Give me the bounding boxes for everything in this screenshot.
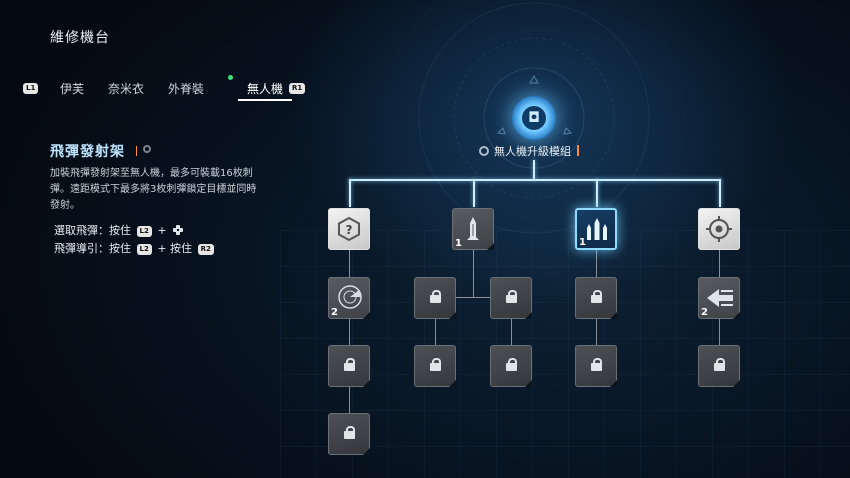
tree-connector bbox=[511, 318, 512, 345]
tree-connector bbox=[719, 318, 720, 345]
module-marker bbox=[577, 145, 579, 156]
node-level: 2 bbox=[331, 307, 338, 318]
drone-hub-icon: ◘ bbox=[512, 96, 556, 140]
skill-node-locked[interactable] bbox=[328, 413, 370, 455]
lock-icon bbox=[506, 290, 517, 303]
skill-node-target[interactable] bbox=[698, 208, 740, 250]
skill-description: 加裝飛彈發射架至無人機，最多可裝載16枚刺彈。遠距模式下最多將3枚刺彈鎖定目標並… bbox=[50, 168, 257, 211]
control-hint-select: 選取飛彈：按住 L2 + bbox=[54, 222, 184, 238]
tree-connector bbox=[719, 179, 721, 207]
svg-text:?: ? bbox=[346, 223, 353, 237]
skill-node-dash[interactable]: 2 bbox=[698, 277, 740, 319]
question-hex-icon: ? bbox=[338, 216, 360, 242]
skill-node-locked[interactable] bbox=[575, 277, 617, 319]
tab-eve[interactable]: 伊芙 bbox=[60, 82, 85, 96]
skill-node-locked[interactable] bbox=[490, 345, 532, 387]
tree-connector bbox=[435, 297, 511, 298]
module-icon bbox=[479, 146, 489, 156]
tab-drone[interactable]: 無人機 bbox=[247, 82, 284, 96]
skill-node-single-missile[interactable]: 1 bbox=[452, 208, 494, 250]
lock-icon bbox=[430, 358, 441, 371]
lock-icon bbox=[506, 358, 517, 371]
lock-icon bbox=[714, 358, 725, 371]
tree-connector bbox=[349, 179, 721, 181]
skill-marker-icon bbox=[143, 145, 151, 153]
lock-icon bbox=[430, 290, 441, 303]
control-hint-guide: 飛彈導引：按住 L2 + 按住 R2 bbox=[54, 240, 216, 256]
skill-node-locked[interactable] bbox=[328, 345, 370, 387]
tab-exospine[interactable]: 外脊裝 bbox=[168, 82, 205, 96]
new-item-dot bbox=[228, 75, 233, 80]
l2-button-hint: L2 bbox=[136, 226, 152, 237]
tree-connector bbox=[596, 179, 598, 207]
module-label: 無人機升級模組 bbox=[479, 143, 579, 159]
skill-separator bbox=[136, 146, 137, 156]
dash-arrows-icon bbox=[707, 289, 733, 307]
r2-button-hint: R2 bbox=[197, 244, 214, 255]
lock-icon bbox=[591, 358, 602, 371]
lock-icon bbox=[344, 426, 355, 439]
skill-node-locked[interactable] bbox=[490, 277, 532, 319]
control-plus: + 按住 bbox=[157, 242, 193, 255]
tree-connector bbox=[435, 318, 436, 345]
tree-connector bbox=[349, 386, 350, 413]
tree-connector bbox=[596, 250, 597, 277]
active-tab-underline bbox=[238, 99, 292, 101]
tree-connector bbox=[719, 250, 720, 277]
radar-sweep-icon bbox=[338, 285, 362, 309]
tab-bar: L1 伊芙 奈米衣 外脊裝 無人機 R1 bbox=[20, 75, 320, 102]
tree-connector bbox=[596, 318, 597, 345]
skill-node-locked[interactable] bbox=[414, 345, 456, 387]
tree-connector bbox=[473, 250, 474, 298]
tab-nanosuit[interactable]: 奈米衣 bbox=[108, 82, 145, 96]
missile-launcher-icon bbox=[587, 218, 607, 240]
target-gear-icon bbox=[706, 216, 732, 242]
single-missile-icon bbox=[467, 217, 479, 240]
l2-button-hint: L2 bbox=[136, 244, 152, 255]
skill-node-locked[interactable] bbox=[414, 277, 456, 319]
control-plus: + bbox=[157, 224, 167, 237]
r1-button-hint[interactable]: R1 bbox=[289, 83, 306, 94]
tree-connector bbox=[533, 160, 535, 180]
lock-icon bbox=[591, 290, 602, 303]
skill-node-locked[interactable] bbox=[575, 345, 617, 387]
skill-name: 飛彈發射架 bbox=[50, 144, 125, 160]
tree-connector bbox=[349, 250, 350, 277]
lock-icon bbox=[344, 358, 355, 371]
skill-node-radar[interactable]: 2 bbox=[328, 277, 370, 319]
skill-node-locked[interactable] bbox=[698, 345, 740, 387]
node-level: 2 bbox=[701, 307, 708, 318]
control-label: 選取飛彈：按住 bbox=[54, 224, 131, 237]
skill-node-question[interactable]: ? bbox=[328, 208, 370, 250]
page-title: 維修機台 bbox=[50, 30, 110, 46]
skill-node-missile-launcher[interactable]: 1 bbox=[575, 208, 617, 250]
tree-connector bbox=[349, 179, 351, 207]
tree-connector bbox=[349, 318, 350, 345]
tree-connector bbox=[473, 179, 475, 207]
node-level: 1 bbox=[579, 237, 586, 248]
dpad-icon bbox=[173, 225, 184, 235]
l1-button-hint[interactable]: L1 bbox=[23, 83, 39, 94]
node-level: 1 bbox=[455, 238, 462, 249]
control-label: 飛彈導引：按住 bbox=[54, 242, 131, 255]
